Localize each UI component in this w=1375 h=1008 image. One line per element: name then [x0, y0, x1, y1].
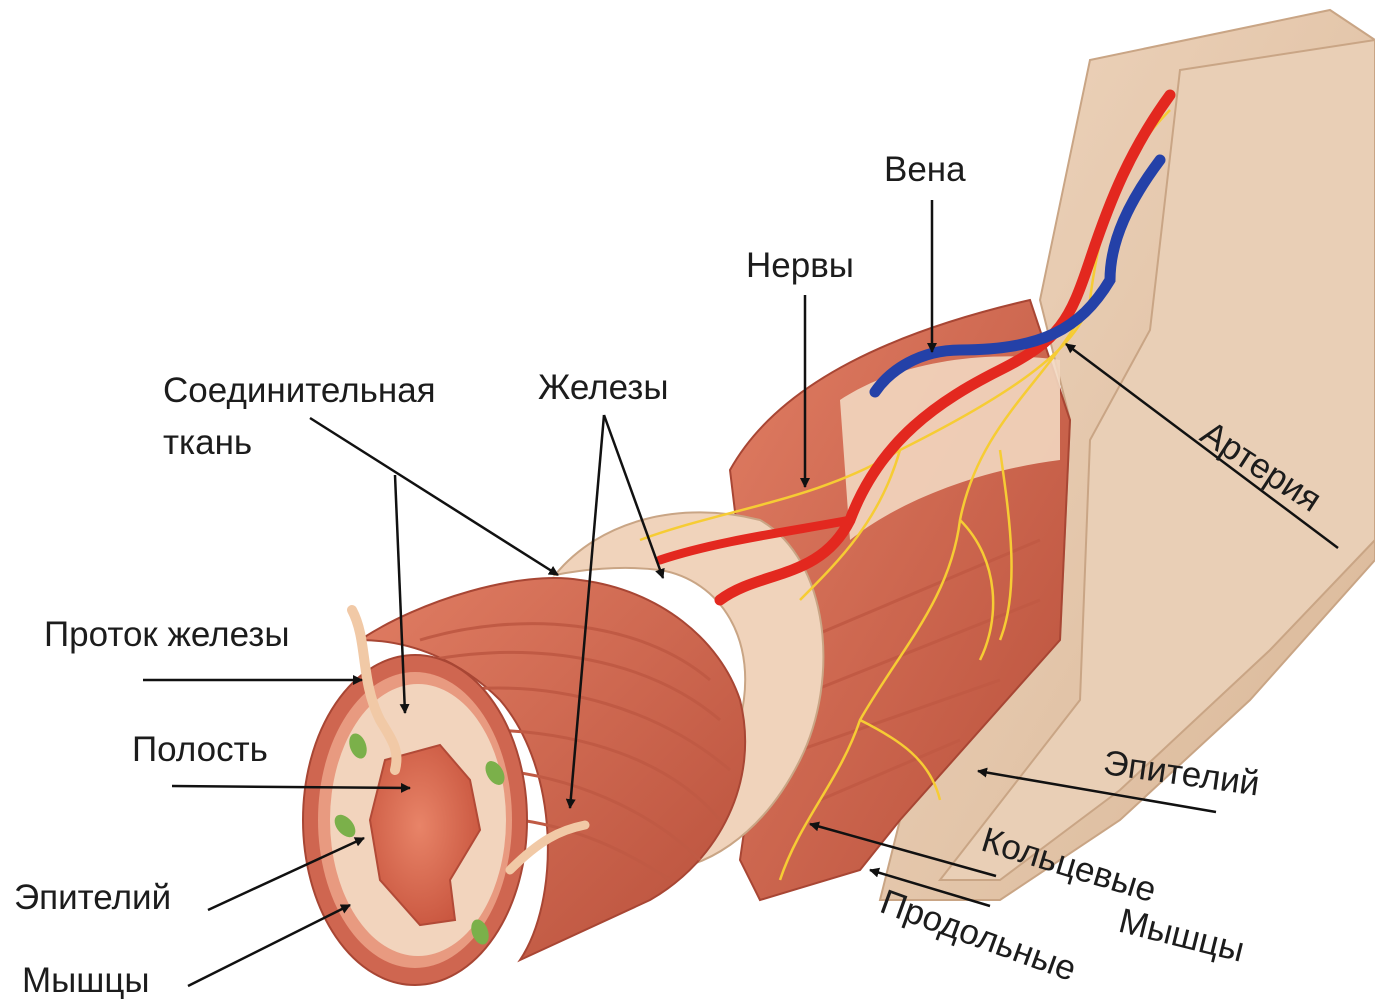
label-soedinitelnaya: Соединительная: [163, 373, 436, 410]
label-epiteliy-left: Эпителий: [14, 880, 171, 917]
label-tkan: ткань: [163, 425, 252, 462]
pointer-myshtsy-left: [188, 905, 350, 986]
label-polost: Полость: [132, 732, 268, 769]
pointer-soed-outer: [310, 418, 558, 575]
label-myshtsy-left: Мышцы: [22, 963, 150, 1000]
label-vena: Вена: [884, 152, 966, 189]
label-nervy: Нервы: [746, 248, 854, 285]
label-protok-zhelezy: Проток железы: [44, 617, 290, 654]
label-zhelezy: Железы: [538, 370, 669, 407]
